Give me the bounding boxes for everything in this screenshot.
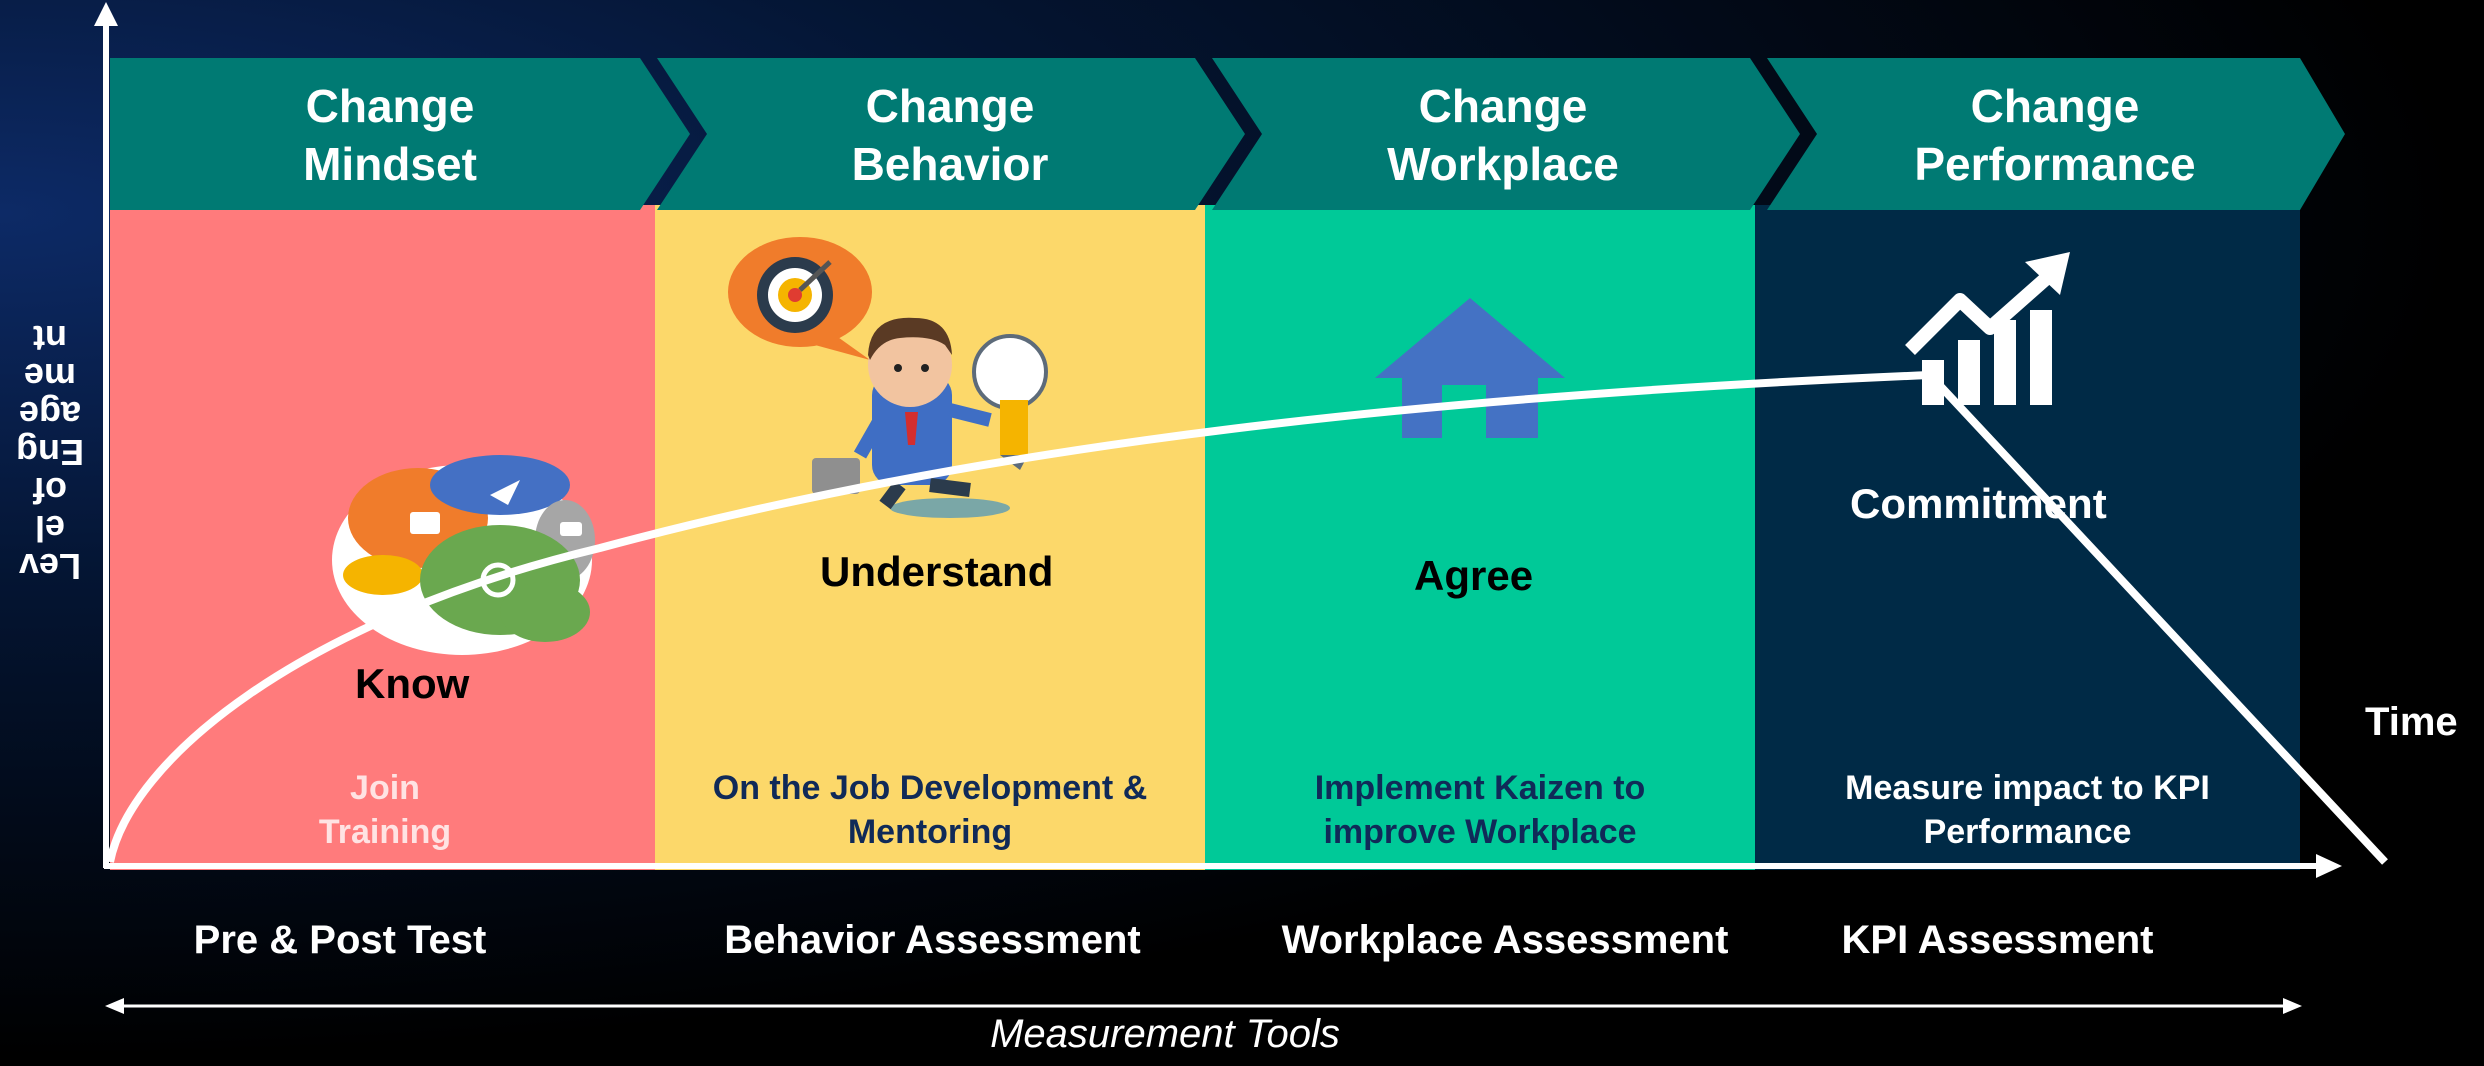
- measurement-tools-caption: Measurement Tools: [990, 1012, 1340, 1056]
- chevron-mindset: [110, 58, 690, 210]
- x-axis-label: Time: [2365, 700, 2458, 744]
- tool-behavior-assessment: Behavior Assessment: [724, 917, 1141, 962]
- stage-label-commitment: Commitment: [1850, 480, 2107, 527]
- chevron-performance: [1767, 58, 2345, 210]
- chevron-behavior: [657, 58, 1245, 210]
- growth-chart-icon: [1905, 252, 2070, 405]
- tools-arrow-left: [105, 998, 124, 1014]
- y-axis-arrow: [94, 2, 118, 26]
- activity-mentoring: On the Job Development &Mentoring: [712, 769, 1148, 851]
- tool-pre-post-test: Pre & Post Test: [193, 917, 487, 962]
- tool-workplace-assessment: Workplace Assessment: [1281, 917, 1729, 962]
- engagement-curve: [106, 371, 2388, 865]
- stage-label-understand: Understand: [820, 548, 1054, 595]
- tools-arrow-right: [2283, 998, 2302, 1014]
- tool-kpi-assessment: KPI Assessment: [1841, 917, 2154, 962]
- chevron-workplace: [1212, 58, 1800, 210]
- y-axis-label: Lev el of Eng age me nt: [16, 318, 84, 587]
- stage-label-know: Know: [355, 660, 470, 707]
- brain-icon: [332, 455, 595, 655]
- panel-commitment: [1755, 205, 2300, 870]
- stage-label-agree: Agree: [1414, 552, 1534, 599]
- x-axis-arrow: [2316, 854, 2342, 878]
- businessman-icon: [728, 237, 1048, 518]
